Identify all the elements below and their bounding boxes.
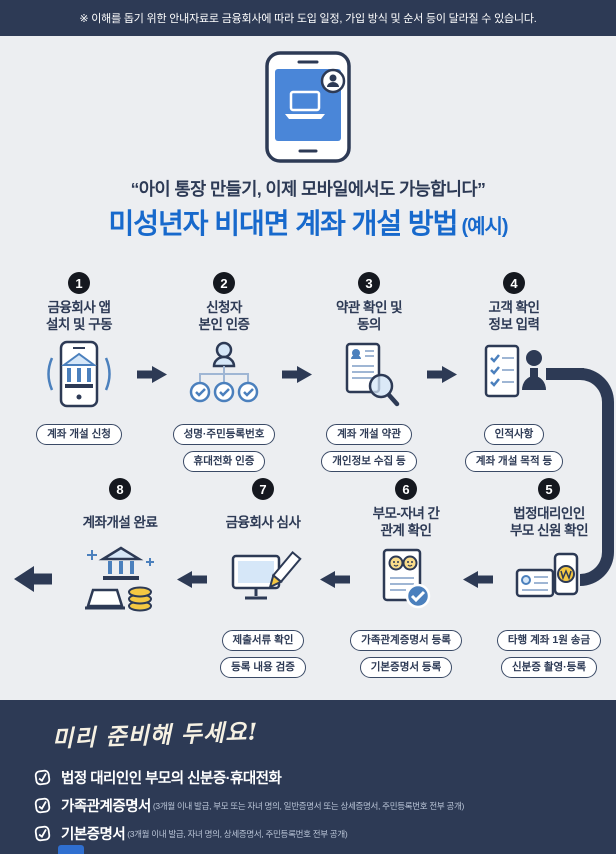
checklist-item-detail: (3개월 이내 발급, 자녀 명의, 상세증명서, 주민등록번호 전부 공개) (127, 828, 348, 839)
arrow-left-icon (320, 571, 350, 588)
page-title-suffix: (예시) (461, 216, 508, 238)
arrow-right-icon (282, 366, 312, 383)
step-tag: 계좌 개설 약관 (326, 424, 412, 445)
arrow-right-icon (137, 366, 167, 383)
customer-info-icon (474, 336, 554, 414)
step-7: 7 금융회사 심사 제출서류 확인 등록 내용 검증 (198, 478, 328, 678)
arrow-right-icon (427, 366, 457, 383)
checklist-item: 법정 대리인인 부모의 신분증·휴대전화 (0, 767, 616, 788)
step-tag: 휴대전화 인증 (182, 451, 266, 472)
step-tag: 개인정보 수집 등 (321, 451, 417, 472)
notice-text: ※ 이해를 돕기 위한 안내자료로 금융회사에 따라 도입 일정, 가입 방식 … (79, 13, 537, 25)
step-6-number-badge: 6 (395, 478, 417, 500)
flow-curve-arrow (580, 368, 614, 586)
step-tag: 계좌 개설 신청 (36, 424, 122, 445)
step-tag: 등록 내용 검증 (220, 657, 306, 678)
page-title: 미성년자 비대면 계좌 개설 방법(예시) (0, 202, 616, 242)
bank-app-icon (39, 336, 119, 414)
step-7-number-badge: 7 (252, 478, 274, 500)
family-relation-icon (366, 542, 446, 620)
step-tag: 제출서류 확인 (221, 630, 305, 651)
page-title-main: 미성년자 비대면 계좌 개설 방법 (108, 208, 458, 239)
footer-title: 미리 준비해 두세요! (51, 718, 259, 753)
step-4-number-badge: 4 (503, 272, 525, 294)
checklist-item-text: 기본증명서 (61, 827, 126, 843)
step-8-number-badge: 8 (109, 478, 131, 500)
step-5-number-badge: 5 (538, 478, 560, 500)
step-2-number-badge: 2 (213, 272, 235, 294)
step-7-label: 금융회사 심사 (225, 514, 301, 530)
step-1-number-badge: 1 (68, 272, 90, 294)
step-tag: 인적사항 (483, 424, 545, 445)
checklist-item-detail: (3개월 이내 발급, 부모 또는 자녀 명의, 일반증명서 또는 상세증명서,… (152, 800, 465, 811)
terms-document-icon (329, 336, 409, 414)
step-tag: 신분증 촬영·등록 (500, 657, 598, 678)
smartphone-icon (265, 51, 351, 163)
step-3-number-badge: 3 (358, 272, 380, 294)
footer-section: 미리 준비해 두세요! 법정 대리인인 부모의 신분증·휴대전화 가족관계증명서… (0, 700, 616, 854)
check-icon (34, 797, 54, 815)
step-tag: 타행 계좌 1원 송금 (496, 630, 602, 651)
phone-illustration (258, 50, 358, 168)
step-8-label: 계좌개설 완료 (82, 514, 158, 530)
checklist-item: 가족관계증명서 (3개월 이내 발급, 부모 또는 자녀 명의, 일반증명서 또… (0, 795, 616, 816)
parent-id-icon (509, 542, 589, 620)
checklist-item-text: 법정 대리인인 부모의 신분증·휴대전화 (61, 771, 282, 787)
account-complete-icon (80, 542, 160, 620)
step-tag: 성명·주민등록번호 (172, 424, 276, 445)
step-tag: 기본증명서 등록 (359, 657, 453, 678)
arrow-left-icon (177, 571, 207, 588)
step-tag: 계좌 개설 목적 등 (464, 451, 564, 472)
check-icon (34, 769, 54, 787)
arrow-left-icon (463, 571, 493, 588)
notice-bar: ※ 이해를 돕기 위한 안내자료로 금융회사에 따라 도입 일정, 가입 방식 … (0, 0, 616, 36)
flow-connector-bar (546, 368, 584, 380)
step-tag: 가족관계증명서 등록 (350, 630, 462, 651)
checklist-item: 기본증명서 (3개월 이내 발급, 자녀 명의, 상세증명서, 주민등록번호 전… (0, 823, 616, 844)
final-arrow-left-icon (14, 566, 52, 592)
quote-text: “아이 통장 만들기, 이제 모바일에서도 가능합니다” (130, 179, 486, 199)
check-icon (34, 825, 54, 843)
review-icon (223, 542, 303, 620)
checklist-item-text: 가족관계증명서 (61, 799, 151, 815)
identity-verification-icon (184, 336, 264, 414)
step-8: 8 계좌개설 완료 (55, 478, 185, 624)
bottom-accent (58, 845, 84, 854)
